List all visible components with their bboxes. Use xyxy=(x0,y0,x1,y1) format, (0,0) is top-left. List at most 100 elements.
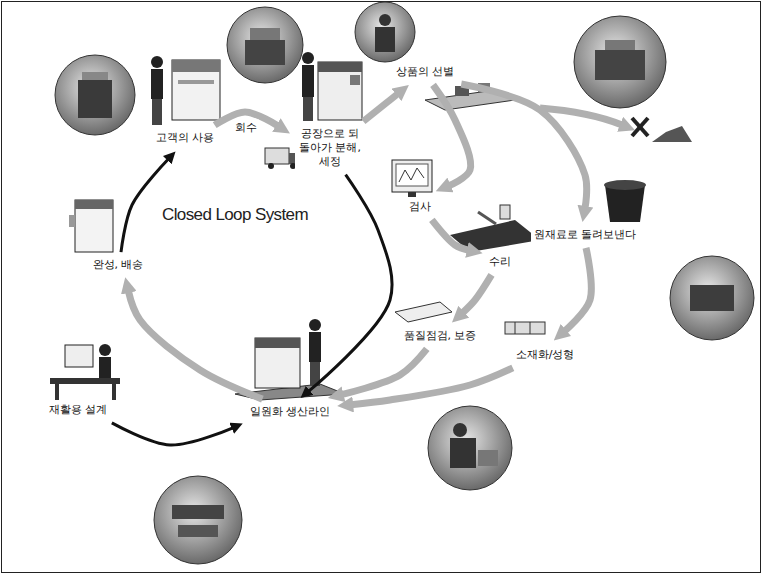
copier-top xyxy=(75,200,113,209)
stage-text: 일원화 생산라인 xyxy=(250,405,331,419)
photo-machine xyxy=(605,40,635,50)
person-head xyxy=(151,56,163,68)
photo-worker xyxy=(379,14,391,26)
photo-copier xyxy=(78,80,112,118)
stage-label-box: 검사 xyxy=(406,198,434,216)
person-body xyxy=(151,69,163,99)
flow-arrow xyxy=(564,248,591,331)
recycle-bin-lid xyxy=(604,180,646,190)
photo-inset xyxy=(574,16,666,108)
desk xyxy=(50,378,120,384)
flow-arrow xyxy=(308,175,392,392)
stage-label-box: 재활용 설계 xyxy=(46,401,111,419)
stage-text: 재활용 설계 xyxy=(49,403,108,417)
desk-leg xyxy=(55,384,59,400)
copier-panel xyxy=(350,75,360,85)
flow-arrow xyxy=(121,159,169,252)
photo-boxes xyxy=(250,28,280,40)
stage-text: 품질점검, 보증 xyxy=(404,329,477,343)
material-tray xyxy=(530,322,531,334)
person-head xyxy=(309,319,321,331)
repair-tool xyxy=(478,212,496,224)
stage-label-box: 공장으로 되돌아가 분해, 세정 xyxy=(295,125,365,170)
photo-part xyxy=(478,450,498,466)
photo-worker xyxy=(450,438,476,468)
copier-top xyxy=(318,62,362,72)
person-body xyxy=(309,332,321,362)
repair-tool xyxy=(500,205,510,219)
flow-arrow xyxy=(128,291,262,399)
scrap-pile xyxy=(652,126,692,142)
photo-inset xyxy=(670,256,754,340)
check-tray xyxy=(395,302,452,322)
photo-inset xyxy=(227,7,303,83)
truck-body xyxy=(265,148,289,164)
copier xyxy=(75,200,113,252)
discard-mark xyxy=(632,118,648,136)
flow-arrow xyxy=(432,220,469,250)
flow-arrow xyxy=(433,85,471,186)
stage-label-box: 소재화/성형 xyxy=(513,346,578,364)
stage-label-box: 원재료로 돌려보낸다 xyxy=(531,226,640,244)
copier xyxy=(318,62,362,120)
copier xyxy=(255,338,300,388)
stage-text: 수리 xyxy=(489,255,511,269)
person-legs xyxy=(152,99,162,125)
copier-tray xyxy=(69,215,75,227)
photo-material xyxy=(690,285,734,311)
flow-arrow xyxy=(461,84,586,208)
edge-label: 회수 xyxy=(233,120,259,135)
computer-stand xyxy=(408,192,416,197)
person-head xyxy=(302,52,314,64)
flow-arrow xyxy=(351,368,513,405)
person-head xyxy=(99,344,111,356)
person-body xyxy=(99,357,111,378)
discard-mark xyxy=(632,118,648,136)
copier-tray xyxy=(178,80,214,84)
flow-arrow xyxy=(342,349,427,395)
copier xyxy=(172,60,220,120)
stage-text: 공장으로 되돌아가 분해, 세정 xyxy=(298,127,362,168)
desk-leg xyxy=(112,384,116,400)
computer-monitor xyxy=(392,160,432,192)
stage-text: 검사 xyxy=(409,200,431,214)
copier-top xyxy=(255,338,300,348)
computer-screen xyxy=(396,164,428,186)
stage-label-box: 수리 xyxy=(486,253,514,271)
photo-line xyxy=(172,505,224,519)
stage-label-box: 완성, 배송 xyxy=(90,256,147,274)
stage-label-box: 고객의 사용 xyxy=(153,129,218,147)
photo-inset xyxy=(428,406,512,490)
stage-text: 원재료로 돌려보낸다 xyxy=(534,228,637,242)
material-tray xyxy=(505,322,545,334)
photo-inset xyxy=(154,476,242,564)
design-monitor xyxy=(65,345,93,367)
flow-arrow xyxy=(363,94,398,122)
flow-arrow xyxy=(112,423,234,445)
photo-worker xyxy=(453,423,467,437)
photo-copier xyxy=(82,72,108,80)
stage-text: 고객의 사용 xyxy=(156,131,215,145)
photo-inset xyxy=(55,55,135,135)
photo-inset xyxy=(355,2,415,62)
copier-top xyxy=(172,60,220,72)
stage-text: 완성, 배송 xyxy=(93,258,144,272)
person-legs xyxy=(303,97,313,121)
stage-label-box: 상품의 선별 xyxy=(393,63,458,81)
screen-graph xyxy=(399,168,424,182)
stage-text: 상품의 선별 xyxy=(396,65,455,79)
diagram-heading: Closed Loop System xyxy=(162,205,308,225)
recycle-bin xyxy=(605,185,645,222)
truck-wheel xyxy=(268,163,274,169)
photo-boxes xyxy=(245,40,285,65)
material-tray xyxy=(515,322,516,334)
stage-label-box: 품질점검, 보증 xyxy=(401,327,480,345)
flow-arrow xyxy=(462,275,491,313)
stage-label-box: 일원화 생산라인 xyxy=(247,403,334,421)
photo-machine xyxy=(595,50,645,80)
photo-line xyxy=(178,525,218,537)
